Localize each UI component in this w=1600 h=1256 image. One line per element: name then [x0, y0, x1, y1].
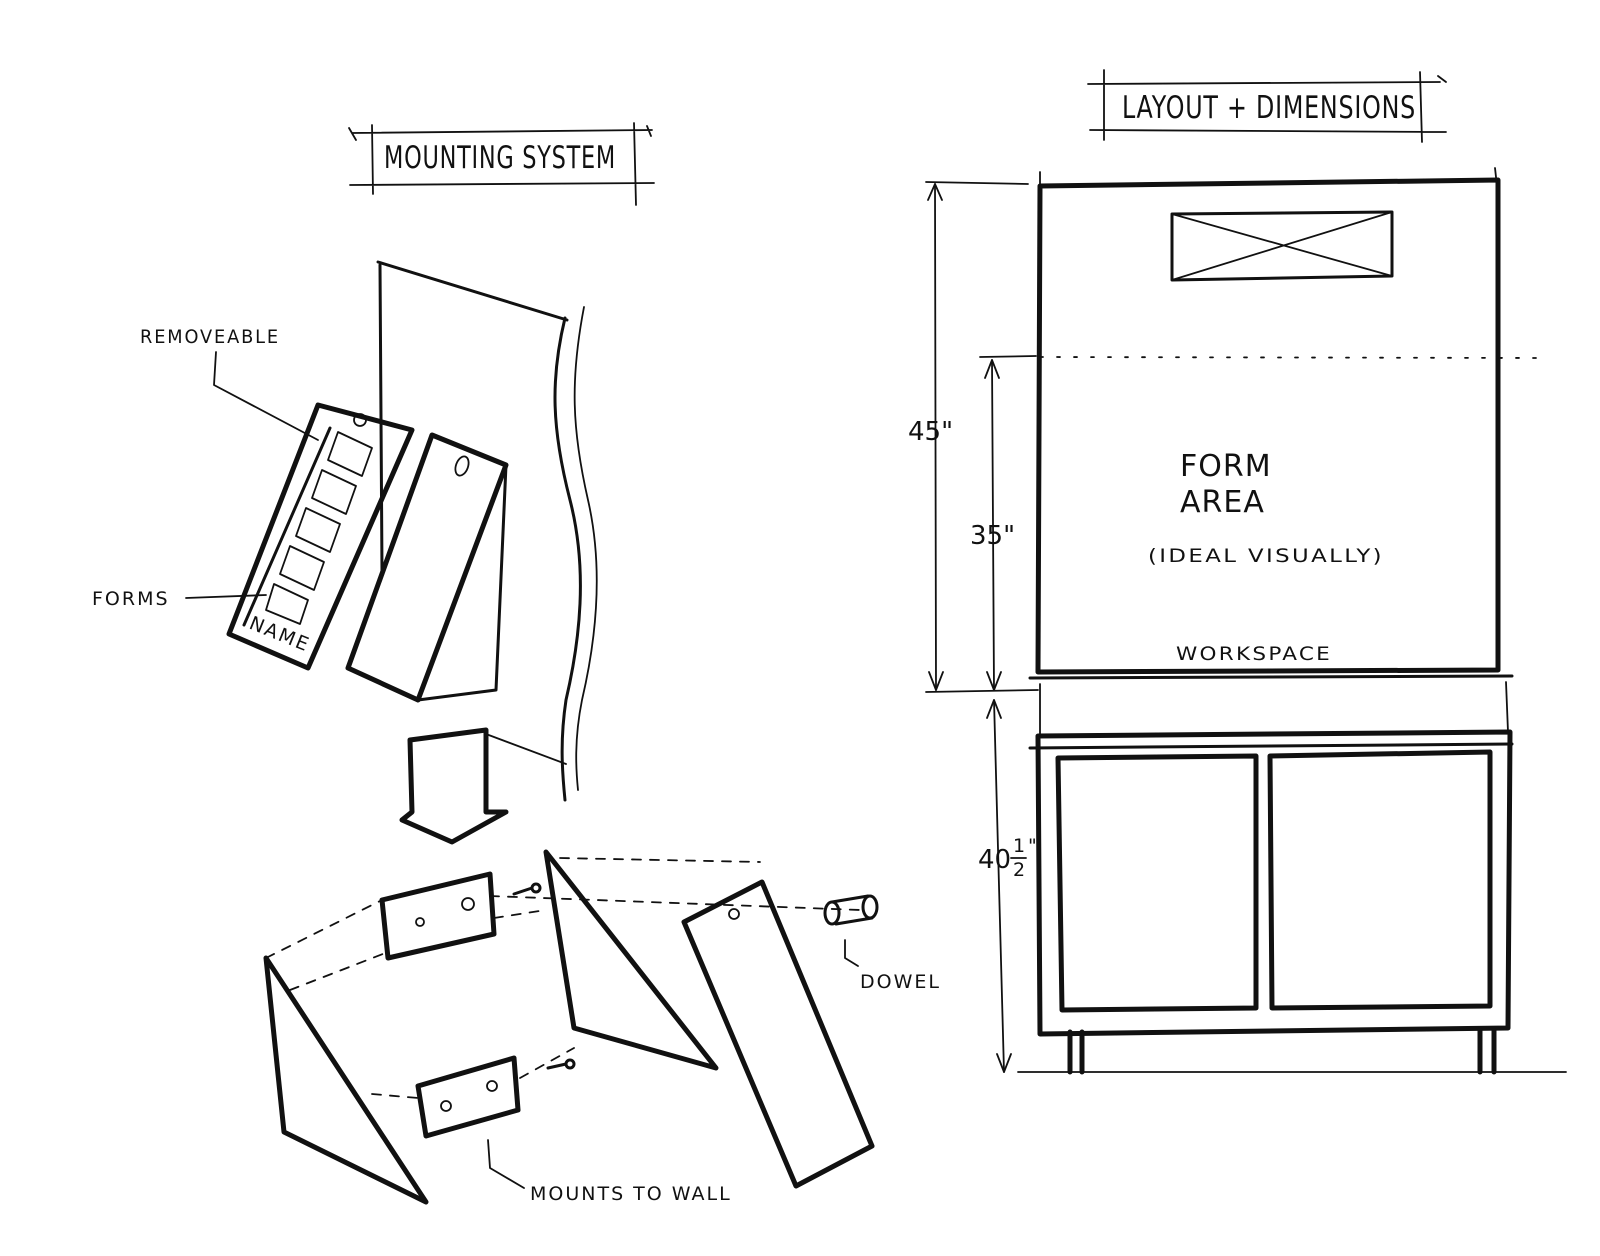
- down-arrow-icon: [399, 727, 509, 845]
- dimension-40-half: 40 1 2 ": [978, 699, 1039, 1073]
- dowel-label: DOWEL: [860, 971, 941, 993]
- wall-mount-plate-lower: [415, 1055, 521, 1139]
- removeable-callout: REMOVEABLE: [140, 326, 319, 441]
- dimension-40-value: 40: [978, 845, 1011, 875]
- ideal-visually-label: (IDEAL VISUALLY): [1148, 545, 1384, 567]
- form-area-label-line1: FORM: [1180, 449, 1272, 484]
- cabinet-feet: [1017, 1027, 1567, 1075]
- mounts-to-wall-label: MOUNTS TO WALL: [530, 1183, 732, 1205]
- workspace-label: WORKSPACE: [1176, 643, 1332, 665]
- mounts-to-wall-callout: MOUNTS TO WALL: [487, 1139, 732, 1205]
- wall-panel: [376, 260, 598, 802]
- cabinet-door-right: [1267, 749, 1493, 1011]
- form-area-label-line2: AREA: [1180, 485, 1265, 520]
- triangle-bracket-left: [263, 955, 429, 1205]
- dimension-45-value: 45": [908, 417, 953, 447]
- base-cabinet: [1028, 681, 1514, 1037]
- layout-title-box: LAYOUT + DIMENSIONS: [1087, 69, 1447, 143]
- name-label: NAME: [246, 612, 313, 656]
- form-area-guide: [1039, 356, 1541, 359]
- form-board: [1028, 167, 1514, 680]
- wedge-bracket-upper: [345, 432, 509, 703]
- mounting-system-title-box: MOUNTING SYSTEM: [348, 122, 655, 206]
- dimension-fraction-denominator: 2: [1013, 859, 1027, 881]
- dimension-35-value: 35": [970, 521, 1015, 551]
- cabinet-door-left: [1055, 753, 1259, 1013]
- side-panel-right: [681, 879, 875, 1189]
- forms-label: FORMS: [92, 588, 170, 610]
- form-area-labels: FORM AREA (IDEAL VISUALLY) WORKSPACE: [1148, 449, 1384, 665]
- removeable-label: REMOVEABLE: [140, 326, 280, 348]
- layout-title: LAYOUT + DIMENSIONS: [1122, 90, 1416, 126]
- mounting-system-title: MOUNTING SYSTEM: [384, 140, 616, 176]
- dimension-inch-mark: ": [1028, 835, 1039, 857]
- triangle-bracket-center: [543, 849, 719, 1071]
- pin-icons: [512, 882, 576, 1070]
- dimension-fraction-numerator: 1: [1013, 835, 1027, 857]
- alignment-dashes: [265, 857, 861, 1099]
- removeable-forms-holder: NAME: [226, 402, 415, 671]
- dimension-45: 45": [908, 181, 1039, 693]
- dowel-callout: DOWEL: [844, 939, 941, 993]
- forms-callout: FORMS: [92, 588, 267, 610]
- header-sign-placeholder: [1170, 210, 1394, 282]
- wall-mount-plate-upper: [379, 871, 497, 961]
- dimension-35: 35": [970, 355, 1037, 691]
- dowel-icon: [823, 894, 879, 926]
